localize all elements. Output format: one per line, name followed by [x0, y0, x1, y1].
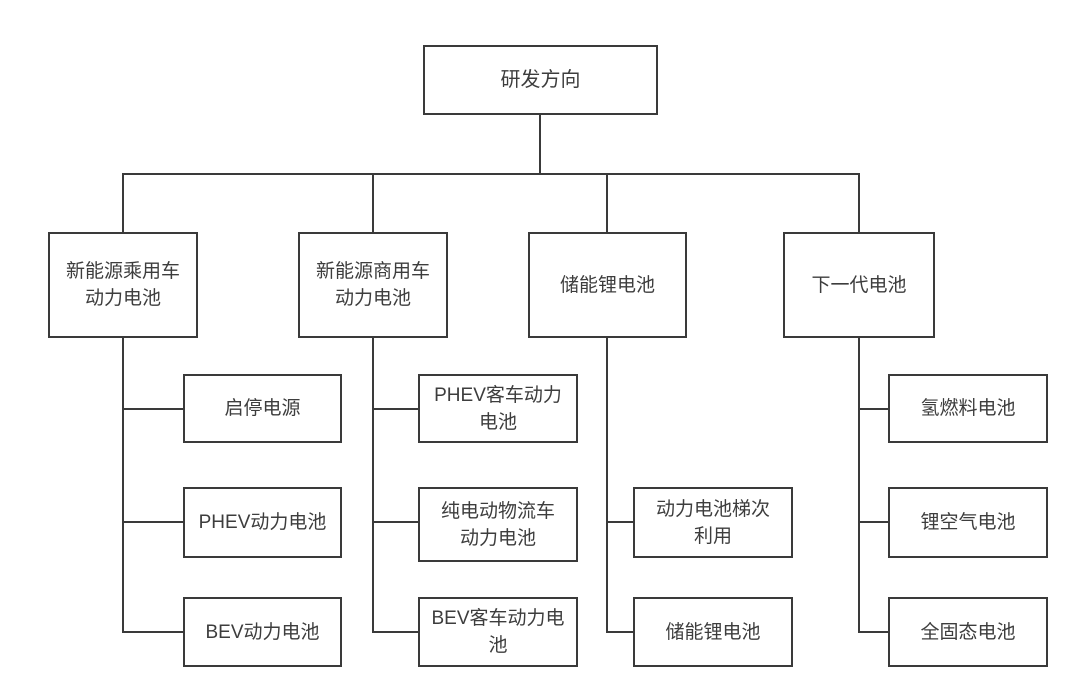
connector-line [858, 408, 888, 410]
node-phev-power-battery: PHEV动力电池 [183, 487, 342, 558]
connector-line [606, 521, 633, 523]
node-battery-cascade-utilization: 动力电池梯次 利用 [633, 487, 793, 558]
connector-line [372, 521, 418, 523]
connector-line [122, 173, 860, 175]
connector-line [606, 173, 608, 232]
node-energy-storage-li-battery: 储能锂电池 [528, 232, 687, 338]
node-energy-storage-li-battery-leaf: 储能锂电池 [633, 597, 793, 667]
connector-line [122, 173, 124, 232]
connector-line [606, 631, 633, 633]
connector-line [539, 115, 541, 173]
node-nev-commercial-power-battery: 新能源商用车 动力电池 [298, 232, 448, 338]
node-bev-power-battery: BEV动力电池 [183, 597, 342, 667]
connector-line [858, 521, 888, 523]
node-rd-direction: 研发方向 [423, 45, 658, 115]
node-phev-bus-power-battery: PHEV客车动力 电池 [418, 374, 578, 443]
connector-line [372, 173, 374, 232]
connector-line [858, 338, 860, 633]
node-lithium-air-battery: 锂空气电池 [888, 487, 1048, 558]
node-hydrogen-fuel-cell: 氢燃料电池 [888, 374, 1048, 443]
connector-line [122, 338, 124, 633]
connector-line [122, 631, 183, 633]
node-nev-passenger-power-battery: 新能源乘用车 动力电池 [48, 232, 198, 338]
node-next-gen-battery: 下一代电池 [783, 232, 935, 338]
connector-line [858, 631, 888, 633]
node-ev-logistics-power-battery: 纯电动物流车 动力电池 [418, 487, 578, 562]
connector-line [372, 408, 418, 410]
connector-line [122, 521, 183, 523]
node-start-stop-power: 启停电源 [183, 374, 342, 443]
connector-line [858, 173, 860, 232]
connector-line [122, 408, 183, 410]
connector-line [372, 338, 374, 633]
connector-line [606, 338, 608, 633]
node-all-solid-state-battery: 全固态电池 [888, 597, 1048, 667]
node-bev-bus-power-battery: BEV客车动力电 池 [418, 597, 578, 667]
connector-line [372, 631, 418, 633]
